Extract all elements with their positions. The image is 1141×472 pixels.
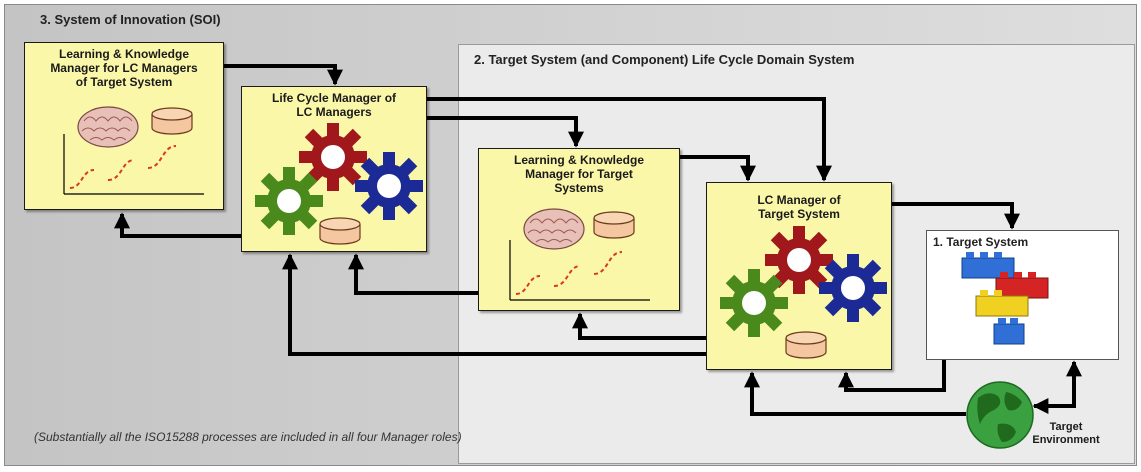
arrow-env-to-lcm-target bbox=[744, 371, 966, 416]
database-icon bbox=[319, 217, 361, 245]
lcm-target-label-2: Target System bbox=[758, 207, 840, 221]
arrow-lcm-to-lk bbox=[114, 212, 241, 238]
footnote: (Substantially all the ISO15288 processe… bbox=[34, 430, 462, 444]
arrow-lcm-to-lcm-target bbox=[427, 97, 832, 182]
lego-bricks-icon bbox=[961, 252, 1049, 345]
lcm-lc-label-1: Life Cycle Manager of bbox=[271, 91, 397, 105]
lcm-lc-label-2: LC Managers bbox=[296, 105, 372, 119]
database-icon bbox=[593, 211, 635, 239]
arrow-lk-to-lcm bbox=[224, 64, 343, 86]
arrow-lcm-target-to-lcm bbox=[282, 253, 706, 356]
lk-lc-label-2: Manager for LC Managers bbox=[50, 61, 198, 75]
domain-title: 2. Target System (and Component) Life Cy… bbox=[474, 52, 855, 67]
learning-curve-icon bbox=[509, 239, 651, 301]
lk-target-label-1: Learning & Knowledge bbox=[513, 153, 644, 167]
env-label-2: Environment bbox=[1032, 434, 1100, 446]
arrow-ts-to-lcm-target bbox=[838, 360, 946, 392]
arrow-lk-target-to-lcm bbox=[348, 253, 478, 295]
brain-icon bbox=[523, 208, 585, 250]
lk-target-label-2: Manager for Target bbox=[525, 167, 633, 181]
gear-icon bbox=[720, 269, 788, 337]
gear-icon bbox=[255, 167, 323, 235]
lk-target-label-3: Systems bbox=[554, 181, 604, 195]
arrow-lcm-target-to-lk-target bbox=[572, 312, 706, 340]
arrow-lcm-target-to-ts bbox=[892, 202, 1020, 230]
target-system-title: 1. Target System bbox=[933, 235, 1029, 249]
database-icon bbox=[151, 107, 193, 135]
lk-lc-label-1: Learning & Knowledge bbox=[58, 47, 189, 61]
brain-icon bbox=[77, 106, 139, 148]
learning-curve-icon bbox=[63, 133, 205, 195]
arrow-lcm-to-lk-target bbox=[427, 116, 584, 148]
gear-icon bbox=[355, 152, 423, 220]
flow-arrows bbox=[114, 64, 1082, 416]
soi-title: 3. System of Innovation (SOI) bbox=[40, 12, 221, 27]
globe-icon bbox=[966, 381, 1034, 449]
database-icon bbox=[785, 331, 827, 359]
arrow-ts-env bbox=[1032, 360, 1082, 414]
lk-lc-label-3: of Target System bbox=[75, 75, 173, 89]
gear-icon bbox=[819, 254, 887, 322]
arrow-lk-target-to-lcm-target bbox=[680, 155, 756, 182]
lcm-target-label-1: LC Manager of bbox=[757, 193, 841, 207]
env-label-1: Target bbox=[1049, 421, 1083, 433]
target-environment-label: Target Environment bbox=[1030, 421, 1102, 447]
